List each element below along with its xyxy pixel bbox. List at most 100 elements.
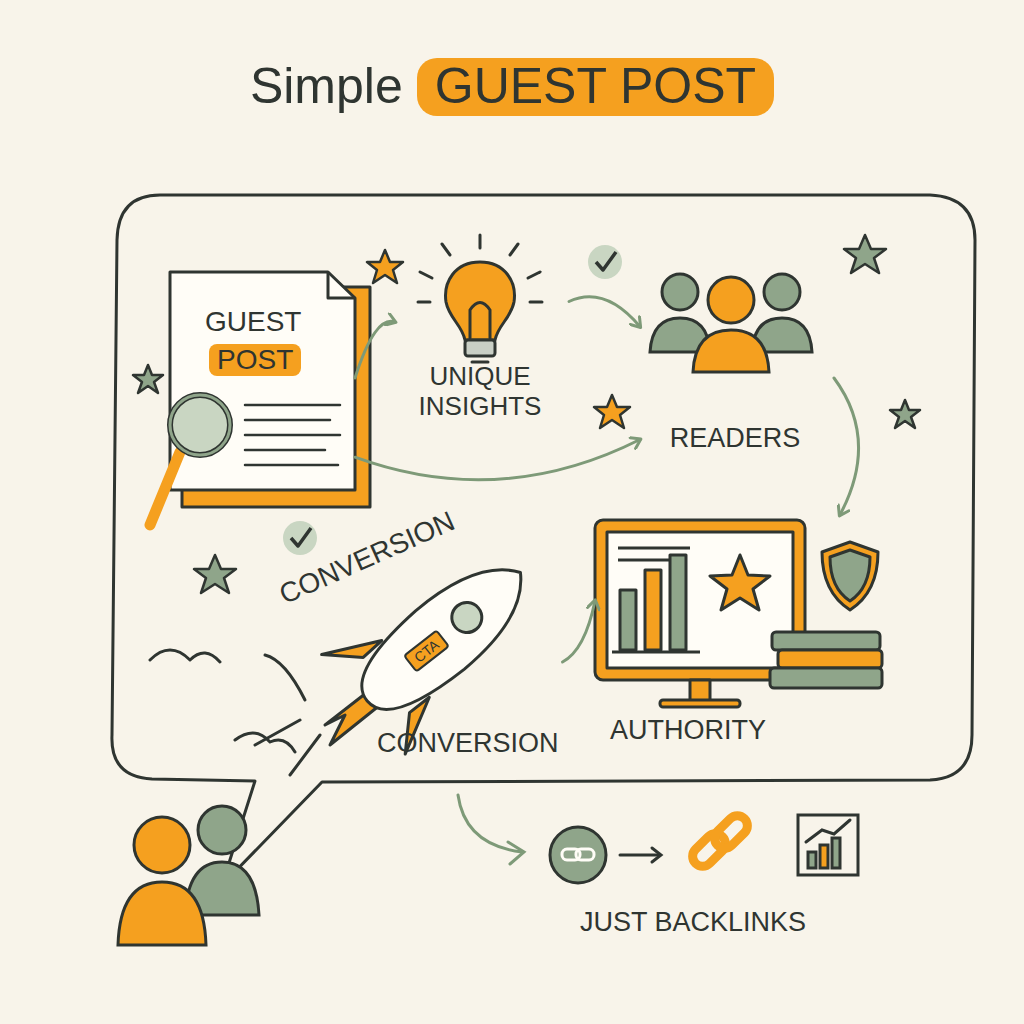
document-node: GUEST POST [165,270,355,510]
cta-tag: CTA [403,629,450,673]
rocket-icon-path [265,655,305,700]
decorations-path [594,395,630,428]
readers-icon-path [693,330,769,372]
decorations-path [291,528,311,546]
illustration-g [112,195,975,885]
authority-node: AUTHORITY [595,515,890,760]
rocket-icon-g-circle [446,596,488,638]
node-label: UNIQUE INSIGHTS [395,362,565,422]
flow-arrow [834,378,859,515]
node-label: READERS [640,423,830,454]
document-icon-path [328,272,355,298]
backlink-icons-rect [710,811,751,852]
decorations-path [194,555,236,593]
monitor-icon-rect [670,555,686,650]
node-label: GUEST [205,306,301,338]
backlink-icons-rect [576,849,594,860]
readers-node: READERS [640,255,834,460]
monitor-icon-path [710,555,770,610]
rocket-icon-path [290,735,320,775]
document-icon-path [170,272,355,490]
lightbulb-icon-rect [465,340,495,356]
document-icon-g-line [245,434,340,437]
monitor-icon-rect [770,668,882,688]
document-icon [150,272,370,525]
backlink-icons-circle [550,827,606,883]
backlink-icons [458,795,858,883]
monitor-icon-rect [778,650,882,668]
backlink-icons-line [620,854,660,857]
audience-icon-path [118,882,206,945]
monitor-icon-path [822,542,878,610]
insight-node: UNIQUE INSIGHTS [395,240,569,445]
node-label: AUTHORITY [610,715,766,746]
backlink-icons-rect [832,838,840,868]
node-label: CONVERSION [377,728,559,759]
lightbulb-icon-line [479,235,482,248]
lightbulb-icon-line [530,301,542,304]
audience-icon-circle [134,817,190,873]
readers-icon-circle [662,274,698,310]
readers-icon [650,274,812,372]
monitor-icon-rect [772,632,880,650]
node-label: JUST BACKLINKS [580,907,806,938]
document-icon-g-line [245,419,330,422]
node-label: CONVERSION [275,505,460,611]
decorations-path [890,400,920,428]
audience-icon-circle [198,806,246,854]
document-icon-circle [170,395,230,455]
decorations-path [596,252,616,270]
decorations-path [133,365,163,393]
lightbulb-icon-line [510,244,518,255]
backlink-icons-rect [820,845,828,868]
document-icon-g-line [245,404,340,407]
lightbulb-icon-line [442,244,450,255]
document-icon-line [150,452,180,525]
title-highlight: GUEST POST [417,58,774,116]
backlink-icons-path [652,848,661,862]
monitor-icon-rect [660,700,740,707]
lightbulb-icon [418,235,542,362]
lightbulb-icon-line [420,272,432,278]
lightbulb-icon-path [470,303,490,339]
audience-icon [118,806,259,945]
flow-arrow [355,440,640,480]
monitor-icon-rect [595,520,805,680]
document-icon-g-line [245,464,338,467]
title-row: SimpleGUEST POST [0,58,1024,116]
flow-arrow [563,601,595,662]
lightbulb-icon-line [418,301,430,304]
decorations-circle [588,245,622,279]
node-label: POST [209,344,301,376]
decorations-path [367,250,403,283]
monitor-icon-line [618,547,690,550]
speech-bubble [112,195,975,885]
document-icon-circle [170,395,230,455]
monitor-icon [595,520,882,707]
readers-icon-circle [764,274,800,310]
backlink-icons-rect [798,815,858,875]
decorations-path [844,235,886,273]
backlinks-node: JUST BACKLINKS [540,795,880,955]
lightbulb-icon-path [446,262,515,340]
backlink-icons-path [508,842,524,864]
document-icon-g-line [245,449,325,452]
conversion-node: CONVERSION CTA CONVERSION [255,500,563,770]
backlink-icons-path [806,820,850,842]
flow-arrow [355,321,395,378]
title: Simple [250,58,403,116]
lightbulb-icon-line [528,272,540,278]
decorations [133,235,920,593]
document-icon-g [245,405,340,465]
monitor-icon-path [830,550,870,601]
monitor-icon-line [618,559,675,562]
flow-arrow [569,297,640,327]
backlink-icons-rect [808,852,816,868]
monitor-icon-rect [620,590,636,650]
monitor-icon-line [612,651,700,654]
decorations-circle [283,521,317,555]
readers-icon-circle [708,277,754,323]
